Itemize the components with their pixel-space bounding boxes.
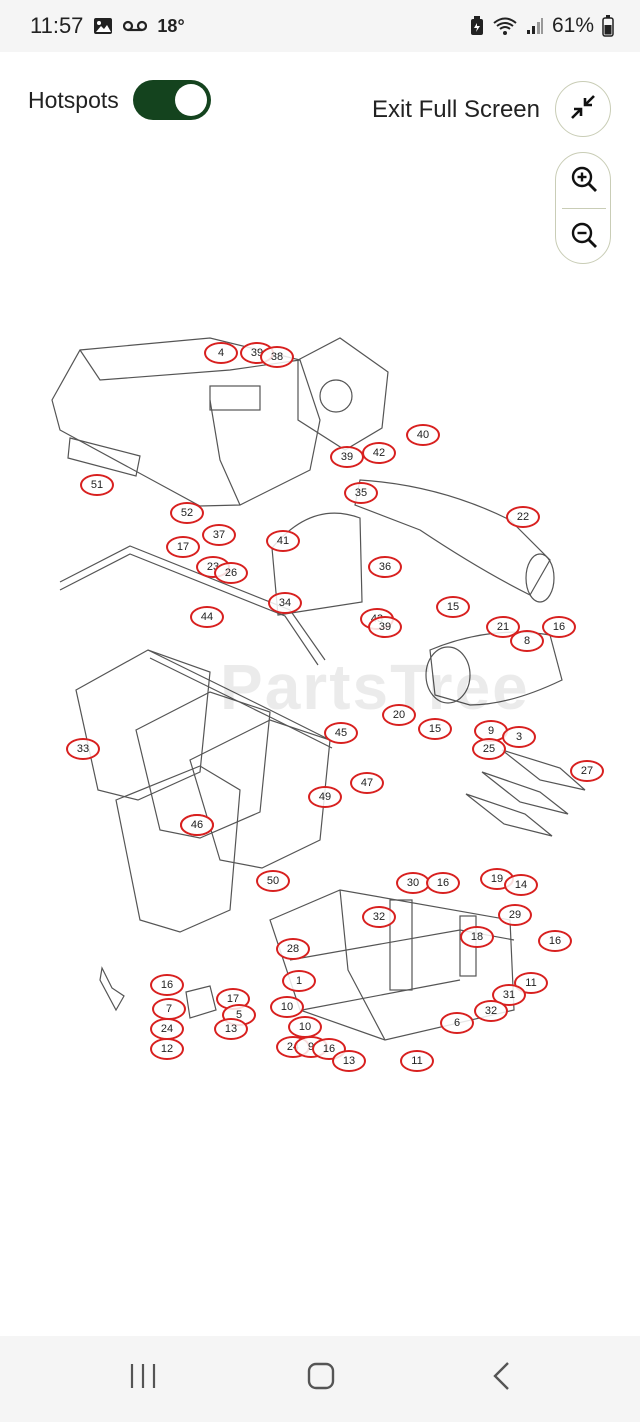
part-callout-49[interactable]: 49 <box>308 786 342 808</box>
part-callout-50[interactable]: 50 <box>256 870 290 892</box>
part-callout-44[interactable]: 44 <box>190 606 224 628</box>
back-icon <box>490 1361 512 1396</box>
part-callout-51[interactable]: 51 <box>80 474 114 496</box>
part-callout-17[interactable]: 17 <box>166 536 200 558</box>
part-callout-6[interactable]: 6 <box>440 1012 474 1034</box>
status-left: 11:57 18° <box>30 13 185 39</box>
home-button[interactable] <box>291 1356 351 1400</box>
part-callout-45[interactable]: 45 <box>324 722 358 744</box>
part-callout-39[interactable]: 39 <box>330 446 364 468</box>
recents-icon <box>128 1362 158 1395</box>
part-callout-21[interactable]: 21 <box>486 616 520 638</box>
battery-saver-icon <box>470 16 484 36</box>
part-callout-22[interactable]: 22 <box>506 506 540 528</box>
part-callout-39[interactable]: 39 <box>368 616 402 638</box>
part-callout-38[interactable]: 38 <box>260 346 294 368</box>
part-callout-16[interactable]: 16 <box>150 974 184 996</box>
status-right: 61% <box>470 14 614 38</box>
part-callout-40[interactable]: 40 <box>406 424 440 446</box>
signal-icon <box>526 17 544 35</box>
exit-full-screen-label[interactable]: Exit Full Screen <box>371 96 540 123</box>
back-button[interactable] <box>471 1356 531 1400</box>
battery-percent: 61% <box>551 14 594 37</box>
part-callout-15[interactable]: 15 <box>436 596 470 618</box>
part-callout-46[interactable]: 46 <box>180 814 214 836</box>
part-callout-3[interactable]: 3 <box>502 726 536 748</box>
part-callout-47[interactable]: 47 <box>350 772 384 794</box>
part-callout-36[interactable]: 36 <box>368 556 402 578</box>
battery-icon <box>602 15 614 37</box>
part-callout-15[interactable]: 15 <box>418 718 452 740</box>
part-callout-13[interactable]: 13 <box>214 1018 248 1040</box>
collapse-icon <box>568 92 598 127</box>
part-callout-16[interactable]: 16 <box>538 930 572 952</box>
part-callout-12[interactable]: 12 <box>150 1038 184 1060</box>
part-callout-24[interactable]: 24 <box>150 1018 184 1040</box>
part-callout-7[interactable]: 7 <box>152 998 186 1020</box>
part-callout-32[interactable]: 32 <box>362 906 396 928</box>
part-callout-20[interactable]: 20 <box>382 704 416 726</box>
status-bar: 11:57 18° 61% <box>0 0 640 52</box>
part-callout-42[interactable]: 42 <box>362 442 396 464</box>
hotspots-control: Hotspots <box>28 80 211 120</box>
voicemail-icon <box>123 19 148 33</box>
home-icon <box>306 1361 336 1396</box>
part-callout-26[interactable]: 26 <box>214 562 248 584</box>
part-callout-4[interactable]: 4 <box>204 342 238 364</box>
part-callout-41[interactable]: 41 <box>266 530 300 552</box>
part-callout-14[interactable]: 14 <box>504 874 538 896</box>
zoom-divider <box>562 208 606 209</box>
part-callout-32[interactable]: 32 <box>474 1000 508 1022</box>
status-temperature: 18° <box>157 15 185 36</box>
hotspots-toggle[interactable] <box>132 80 211 120</box>
part-callout-10[interactable]: 10 <box>288 1016 322 1038</box>
part-callout-8[interactable]: 8 <box>510 630 544 652</box>
part-callout-31[interactable]: 31 <box>492 984 526 1006</box>
part-callout-18[interactable]: 18 <box>460 926 494 948</box>
recents-button[interactable] <box>113 1356 173 1400</box>
exit-full-screen-button[interactable] <box>555 81 611 137</box>
part-callout-1[interactable]: 1 <box>282 970 316 992</box>
part-callout-33[interactable]: 33 <box>66 738 100 760</box>
part-callout-10[interactable]: 10 <box>270 996 304 1018</box>
wifi-icon <box>492 16 518 36</box>
part-callout-16[interactable]: 16 <box>426 872 460 894</box>
image-icon <box>93 17 113 35</box>
part-callout-11[interactable]: 11 <box>400 1050 434 1072</box>
zoom-in-button[interactable] <box>556 153 612 209</box>
part-callout-16[interactable]: 16 <box>542 616 576 638</box>
system-nav-bar <box>0 1336 640 1422</box>
part-callout-25[interactable]: 25 <box>472 738 506 760</box>
watermark: PartsTree <box>220 651 530 723</box>
part-callout-13[interactable]: 13 <box>332 1050 366 1072</box>
part-callout-37[interactable]: 37 <box>202 524 236 546</box>
part-callout-29[interactable]: 29 <box>498 904 532 926</box>
zoom-in-icon <box>569 164 599 199</box>
toggle-knob <box>174 84 207 116</box>
part-callout-34[interactable]: 34 <box>268 592 302 614</box>
part-callout-52[interactable]: 52 <box>170 502 204 524</box>
zoom-out-button[interactable] <box>556 209 612 265</box>
zoom-controls <box>555 152 611 264</box>
part-callout-28[interactable]: 28 <box>276 938 310 960</box>
status-time: 11:57 <box>30 13 84 38</box>
part-callout-30[interactable]: 30 <box>396 872 430 894</box>
part-callout-27[interactable]: 27 <box>570 760 604 782</box>
zoom-out-icon <box>569 220 599 255</box>
hotspots-label: Hotspots <box>28 86 119 113</box>
part-callout-35[interactable]: 35 <box>344 482 378 504</box>
